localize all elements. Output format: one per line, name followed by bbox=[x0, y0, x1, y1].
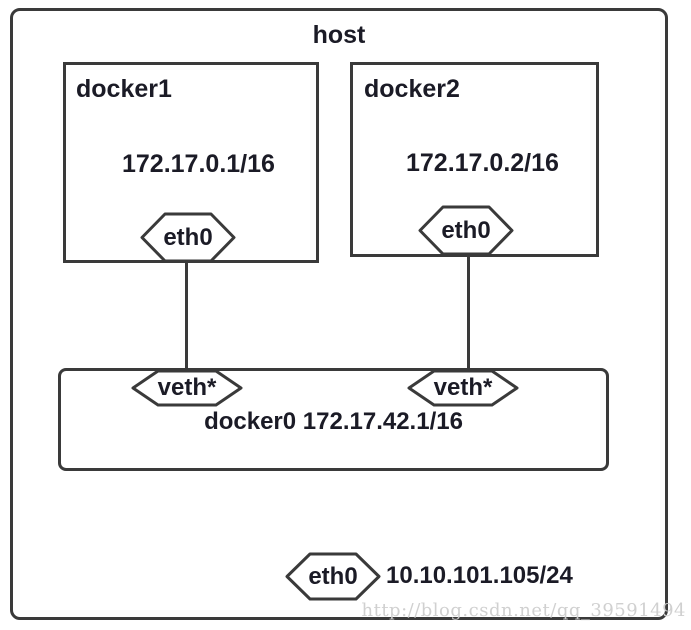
docker1-eth0-interface: eth0 bbox=[140, 212, 236, 263]
docker2-title: docker2 bbox=[364, 75, 460, 103]
docker1-eth0-label: eth0 bbox=[163, 223, 213, 251]
docker0-bridge-label: docker0 172.17.42.1/16 bbox=[204, 408, 463, 435]
docker2-eth0-interface: eth0 bbox=[418, 205, 514, 256]
hexagon-icon bbox=[285, 552, 381, 601]
veth2-label: veth* bbox=[433, 374, 493, 401]
hexagon-icon bbox=[407, 369, 519, 407]
docker1-ip-address: 172.17.0.1/16 bbox=[122, 150, 275, 178]
docker1-title: docker1 bbox=[76, 75, 172, 103]
host-eth0-label: eth0 bbox=[308, 562, 358, 590]
hexagon-icon bbox=[418, 205, 514, 256]
hexagon-icon bbox=[131, 369, 243, 407]
veth1-interface: veth* bbox=[131, 369, 243, 407]
docker2-ip-address: 172.17.0.2/16 bbox=[406, 149, 559, 177]
veth-link-line-docker2 bbox=[467, 235, 470, 380]
veth-link-line-docker1 bbox=[185, 240, 188, 380]
host-ip-address: 10.10.101.105/24 bbox=[386, 562, 573, 589]
watermark-url: http://blog.csdn.net/qq_39591494 bbox=[361, 600, 686, 621]
host-title: host bbox=[312, 21, 366, 49]
veth2-interface: veth* bbox=[407, 369, 519, 407]
host-eth0-interface: eth0 bbox=[285, 552, 381, 601]
docker2-eth0-label: eth0 bbox=[441, 216, 491, 244]
veth1-label: veth* bbox=[157, 374, 217, 401]
hexagon-icon bbox=[140, 212, 236, 263]
